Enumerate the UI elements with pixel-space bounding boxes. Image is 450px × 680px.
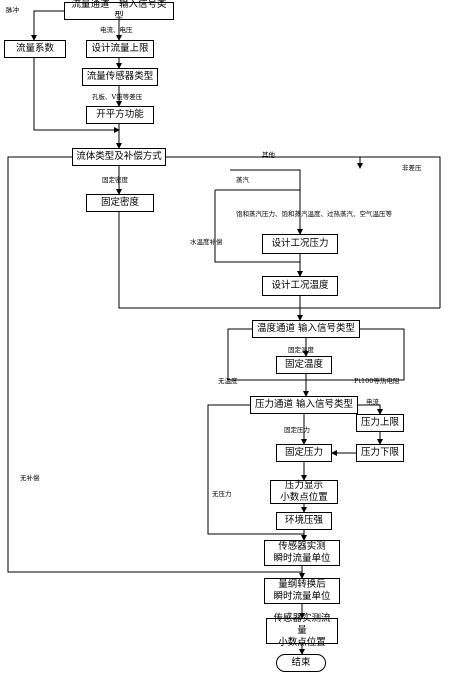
flow-coefficient-node: 流量系数 (4, 40, 66, 58)
pressure-lower-node: 压力下限 (356, 444, 404, 462)
sensor-decimal-line-2: 小数点位置 (278, 637, 326, 648)
connector (227, 328, 306, 381)
pressure-upper-node: 压力上限 (356, 414, 404, 432)
fixed-density-node: 固定密度 (86, 194, 154, 212)
design-pressure-node: 设计工况压力 (262, 234, 338, 254)
connector (33, 58, 120, 133)
label-general: 其他 (262, 151, 275, 159)
design-flow-upper-node: 设计流量上限 (86, 40, 154, 58)
pressure-channel-node: 压力通道 输入信号类型 (250, 396, 358, 414)
ambient-pressure-node: 环境压强 (276, 512, 332, 530)
connector (214, 190, 300, 263)
fixed-temperature-node: 固定温度 (276, 356, 332, 374)
label-pulse: 脉冲 (6, 6, 19, 14)
sensor-decimal-line-1: 传感器实测流量 (273, 613, 331, 636)
flow-channel-node: 流量通道 输入信号类型 (64, 0, 174, 22)
connector (118, 212, 440, 309)
fluid-type-node: 流体类型及补偿方式 (72, 148, 166, 166)
converted-flow-unit-line-2: 瞬时流量单位 (273, 591, 331, 602)
label-water-temp: 水温度补偿 (190, 238, 223, 246)
label-saturated-list: 饱和蒸汽压力、饱和蒸汽温度、过热蒸汽、空气温压等 (236, 210, 392, 218)
label-no-temp: 无温度 (218, 377, 238, 385)
label-fixed-temp: 固定温度 (288, 346, 314, 354)
connector (166, 156, 441, 308)
connector (306, 328, 405, 381)
temp-channel-node: 温度通道 输入信号类型 (252, 320, 360, 338)
sensor-flow-unit-node: 传感器实测 瞬时流量单位 (264, 540, 340, 566)
label-no-compensation: 无补偿 (20, 474, 40, 482)
label-fixed-pressure: 固定压力 (284, 426, 310, 434)
converted-flow-unit-node: 量纲转换后 瞬时流量单位 (264, 578, 340, 604)
end-node: 结束 (276, 654, 326, 672)
pressure-display-line-1: 压力显示 (284, 480, 323, 491)
pressure-display-node: 压力显示 小数点位置 (270, 480, 338, 504)
sqrt-function-node: 开平方功能 (86, 106, 154, 124)
label-current: 电流 (366, 398, 379, 406)
pressure-display-line-2: 小数点位置 (280, 492, 328, 503)
sensor-decimal-node: 传感器实测流量 小数点位置 (266, 613, 338, 648)
design-temperature-node: 设计工况温度 (262, 276, 338, 296)
fixed-pressure-node: 固定压力 (276, 444, 332, 462)
connector (230, 169, 301, 190)
label-orifice: 孔板、V锥等差压 (92, 93, 143, 101)
label-pt100: Pt100等热电阻 (354, 377, 400, 385)
label-current-voltage: 电流、电压 (100, 26, 133, 34)
label-non-diff: 非差压 (402, 164, 422, 172)
label-superheated: 蒸汽 (236, 176, 249, 184)
connector (358, 404, 383, 415)
connector (7, 156, 302, 573)
sensor-flow-unit-line-1: 传感器实测 (278, 541, 326, 552)
label-fixed-density: 固定密度 (102, 176, 128, 184)
flow-sensor-type-node: 流量传感器类型 (82, 68, 158, 86)
sensor-flow-unit-line-2: 瞬时流量单位 (273, 553, 331, 564)
connector (207, 404, 304, 535)
connector (31, 10, 64, 41)
converted-flow-unit-line-1: 量纲转换后 (278, 579, 326, 590)
label-no-pressure: 无压力 (212, 490, 232, 498)
